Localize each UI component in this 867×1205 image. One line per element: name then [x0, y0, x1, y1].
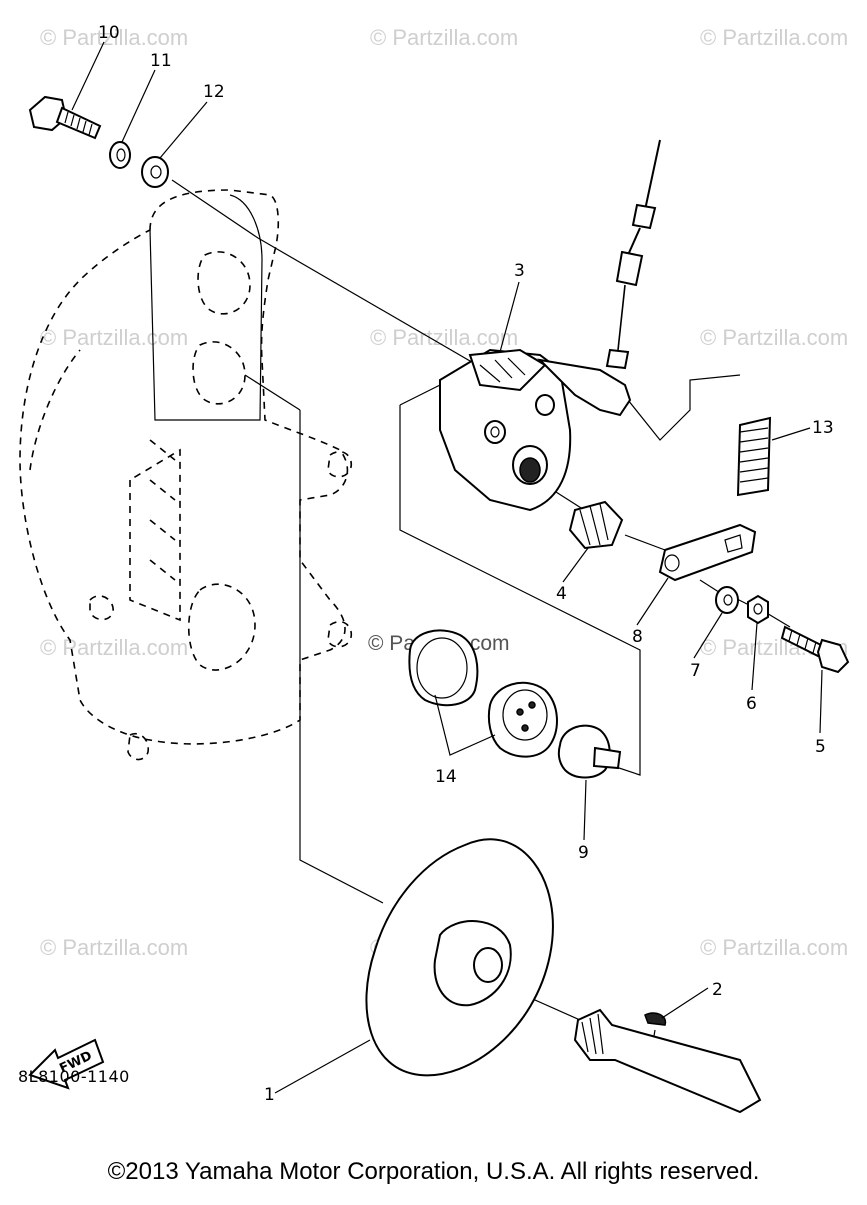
watermark: © Partzilla.com — [40, 635, 188, 660]
lock-washer-part-11 — [109, 141, 131, 169]
callout-4: 4 — [556, 584, 567, 604]
callout-7: 7 — [690, 661, 701, 681]
washer-part-7 — [715, 586, 739, 614]
watermark: © Partzilla.com — [700, 935, 848, 960]
callout-9: 9 — [578, 843, 589, 863]
callout-6: 6 — [746, 694, 757, 714]
diagram-code: 8L8100-1140 — [18, 1067, 130, 1086]
washer-part-12 — [141, 156, 169, 188]
callout-12: 12 — [203, 82, 225, 102]
callouts: 10 11 12 3 13 4 8 7 6 5 14 9 2 1 — [98, 23, 834, 1105]
watermark: © Partzilla.com — [700, 325, 848, 350]
callout-10: 10 — [98, 23, 120, 43]
callout-13: 13 — [812, 418, 834, 438]
callout-1: 1 — [264, 1085, 275, 1105]
nut-part-6 — [747, 594, 769, 625]
callout-5: 5 — [815, 737, 826, 757]
callout-2: 2 — [712, 980, 723, 1000]
watermark: © Partzilla.com — [700, 25, 848, 50]
sheave-part-1 — [365, 838, 554, 1077]
callout-leaders — [71, 41, 823, 1094]
copyright-notice: ©2013 Yamaha Motor Corporation, U.S.A. A… — [107, 1158, 760, 1185]
callout-14: 14 — [435, 767, 457, 787]
bolt-part-10 — [28, 95, 102, 140]
shaft — [573, 1008, 762, 1114]
lever-part-8 — [658, 523, 757, 582]
lever-bracket-part-3 — [439, 348, 632, 512]
throttle-cable — [605, 139, 661, 370]
housing-outline — [19, 189, 352, 761]
leader-14 — [434, 694, 496, 756]
watermark: © Partzilla.com — [40, 25, 188, 50]
spring-part-13 — [736, 416, 772, 497]
key-part-2 — [644, 1012, 667, 1026]
watermark: © Partzilla.com — [370, 25, 518, 50]
bolt-part-5 — [780, 625, 850, 674]
cap-part-14 — [408, 629, 558, 758]
cam-part-9 — [557, 724, 622, 779]
watermark: © Partzilla.com — [40, 935, 188, 960]
callout-8: 8 — [632, 627, 643, 647]
callout-3: 3 — [514, 261, 525, 281]
watermark: © Partzilla.com — [40, 325, 188, 350]
callout-11: 11 — [150, 51, 172, 71]
collar-part-4 — [568, 500, 624, 550]
